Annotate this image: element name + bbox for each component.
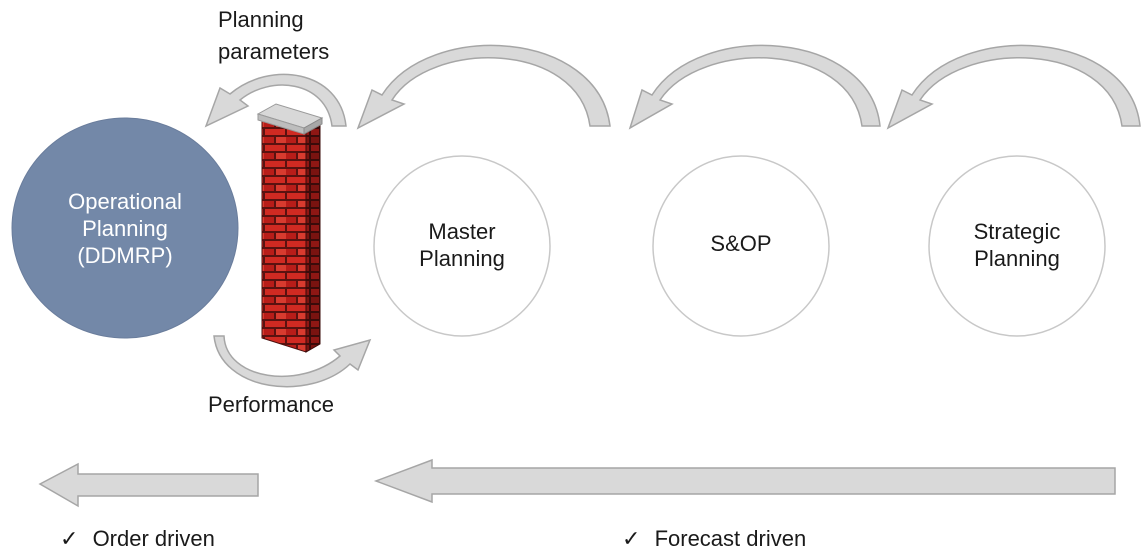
order-driven-item: ✓ Order driven [60, 526, 215, 552]
brick-wall-icon [256, 103, 324, 353]
forecast-driven-label: Forecast driven [654, 526, 807, 551]
operational-line2: Planning [82, 215, 168, 241]
planning-parameters-line1: Planning [218, 7, 304, 32]
order-driven-arrow [38, 462, 259, 508]
planning-parameters-label: Planning parameters [218, 4, 329, 68]
master-planning-text: Master Planning [374, 210, 550, 280]
strategic-line2: Planning [974, 246, 1060, 271]
curved-arrow-strategic-to-sop [628, 44, 881, 130]
curved-arrow-performance [213, 335, 372, 388]
master-line1: Master [428, 219, 496, 244]
curved-arrow-into-strategic [886, 44, 1141, 130]
curved-arrow-sop-to-master [356, 44, 611, 130]
curved-arrow-planning-parameters [204, 73, 347, 128]
strategic-planning-text: Strategic Planning [929, 210, 1105, 280]
performance-label: Performance [208, 392, 334, 417]
operational-planning-text: Operational Planning (DDMRP) [12, 178, 238, 278]
check-icon: ✓ [60, 526, 79, 551]
strategic-planning-node [928, 155, 1106, 337]
planning-parameters-line2: parameters [218, 39, 330, 64]
operational-line3: (DDMRP) [77, 242, 173, 268]
order-driven-label: Order driven [92, 526, 215, 551]
forecast-driven-arrow [373, 458, 1116, 504]
sop-node [652, 155, 830, 337]
operational-line1: Operational [68, 188, 182, 214]
master-line2: Planning [419, 246, 505, 271]
master-planning-node [373, 155, 551, 337]
check-icon: ✓ [622, 526, 641, 551]
operational-planning-node [11, 117, 239, 339]
forecast-driven-item: ✓ Forecast driven [622, 526, 806, 552]
strategic-line1: Strategic [973, 219, 1061, 244]
sop-text: S&OP [653, 228, 829, 258]
sop-line1: S&OP [710, 230, 772, 256]
